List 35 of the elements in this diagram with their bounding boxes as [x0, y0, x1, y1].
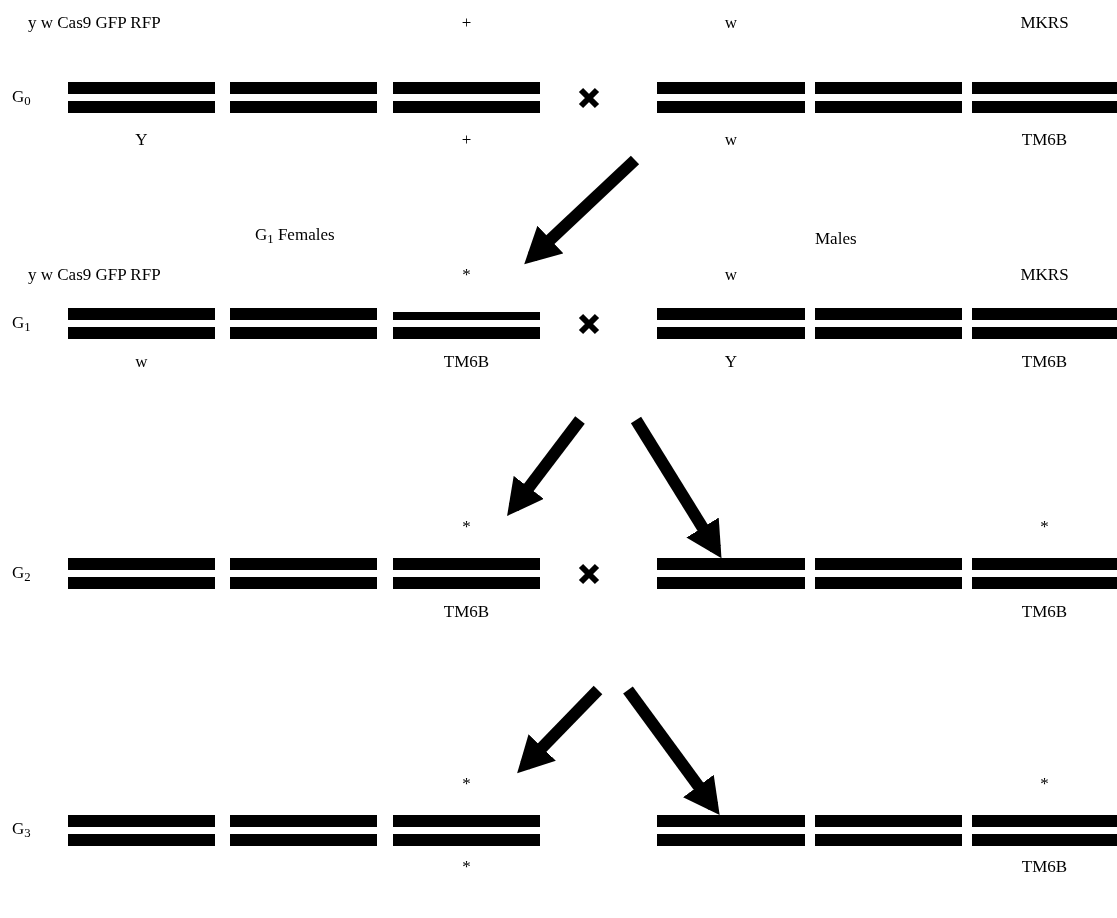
allele-label: y w Cas9 GFP RFP [28, 12, 161, 34]
allele-label: * [462, 773, 471, 795]
allele-label: + [461, 129, 472, 151]
group-label: G$_{1}$ Females [255, 224, 335, 246]
group-label: Males [815, 228, 857, 250]
allele-label: y w Cas9 GFP RFP [28, 264, 161, 286]
arrow [623, 686, 720, 816]
arrow [630, 416, 722, 559]
allele-label: Y [135, 129, 148, 151]
allele-label: * [1040, 773, 1049, 795]
allele-label: MKRS [1020, 12, 1069, 34]
allele-label: * [1040, 516, 1049, 538]
allele-label: w [135, 351, 148, 373]
allele-label: w [724, 12, 738, 34]
allele-label: TM6B [443, 601, 490, 623]
arrow [507, 416, 585, 517]
allele-label: TM6B [443, 351, 490, 373]
allele-label: MKRS [1020, 264, 1069, 286]
allele-label: * [462, 856, 471, 878]
allele-label: w [724, 129, 738, 151]
generation-label: G$_{3}$ [12, 818, 31, 840]
allele-label: Y [724, 351, 738, 373]
allele-label: TM6B [1021, 601, 1068, 623]
arrow [517, 685, 603, 774]
generation-label: G$_{0}$ [12, 86, 31, 108]
allele-label: TM6B [1021, 129, 1068, 151]
generation-label: G$_{1}$ [12, 312, 31, 334]
allele-label: TM6B [1021, 856, 1068, 878]
generation-label: G$_{2}$ [12, 562, 31, 584]
allele-label: TM6B [1021, 351, 1068, 373]
allele-label: * [462, 264, 471, 286]
allele-label: w [724, 264, 738, 286]
allele-label: + [461, 12, 472, 34]
allele-label: * [462, 516, 471, 538]
arrow [524, 155, 640, 265]
